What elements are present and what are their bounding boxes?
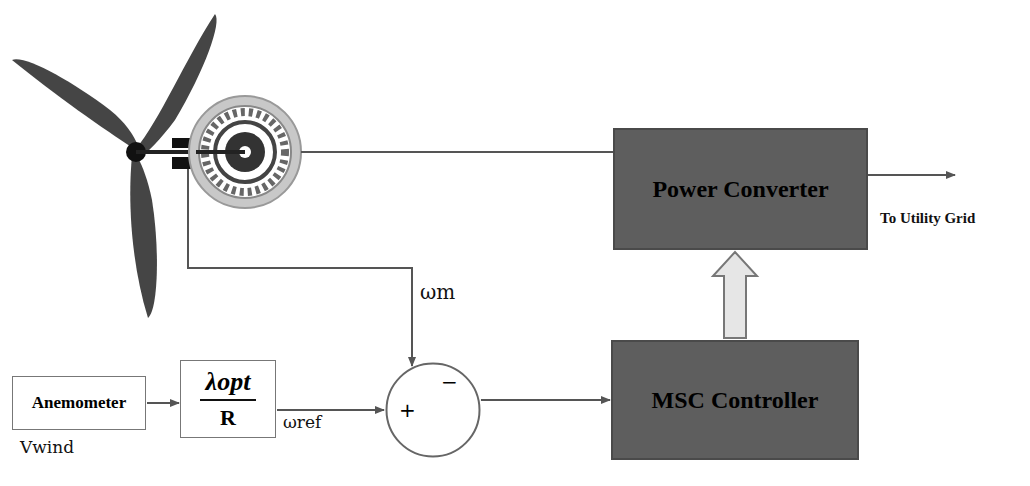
power-line [301, 151, 613, 153]
summing-junction: +− [385, 362, 481, 458]
box-label: Anemometer [32, 393, 126, 413]
plus-sign: + [399, 398, 416, 422]
signal-name: ωref [283, 412, 321, 432]
shaft [196, 150, 245, 154]
box-label: Power Converter [652, 176, 828, 203]
turbine-blade [12, 59, 138, 148]
gain-box: λoptR [180, 360, 276, 438]
generator-ring [189, 96, 301, 208]
gain-numerator: λopt [200, 367, 257, 401]
controller-box: MSC Controller [611, 340, 859, 460]
signal-arrow [277, 409, 384, 411]
converter-box: Power Converter [613, 128, 868, 250]
speed-feedback-wire [188, 169, 412, 366]
minus-sign: − [441, 370, 458, 394]
signal-arrow [481, 399, 610, 401]
signal-name: ωm [420, 280, 455, 304]
turbine-blade [130, 156, 157, 318]
grid-arrow [868, 174, 955, 176]
signal-name: Vwind [20, 437, 74, 457]
gain-denominator: R [220, 405, 236, 431]
grid-label: To Utility Grid [880, 210, 975, 227]
signal-arrow [147, 402, 179, 404]
command-arrow [713, 252, 757, 338]
box-label: MSC Controller [652, 387, 819, 414]
sensor-box: Anemometer [12, 376, 146, 430]
